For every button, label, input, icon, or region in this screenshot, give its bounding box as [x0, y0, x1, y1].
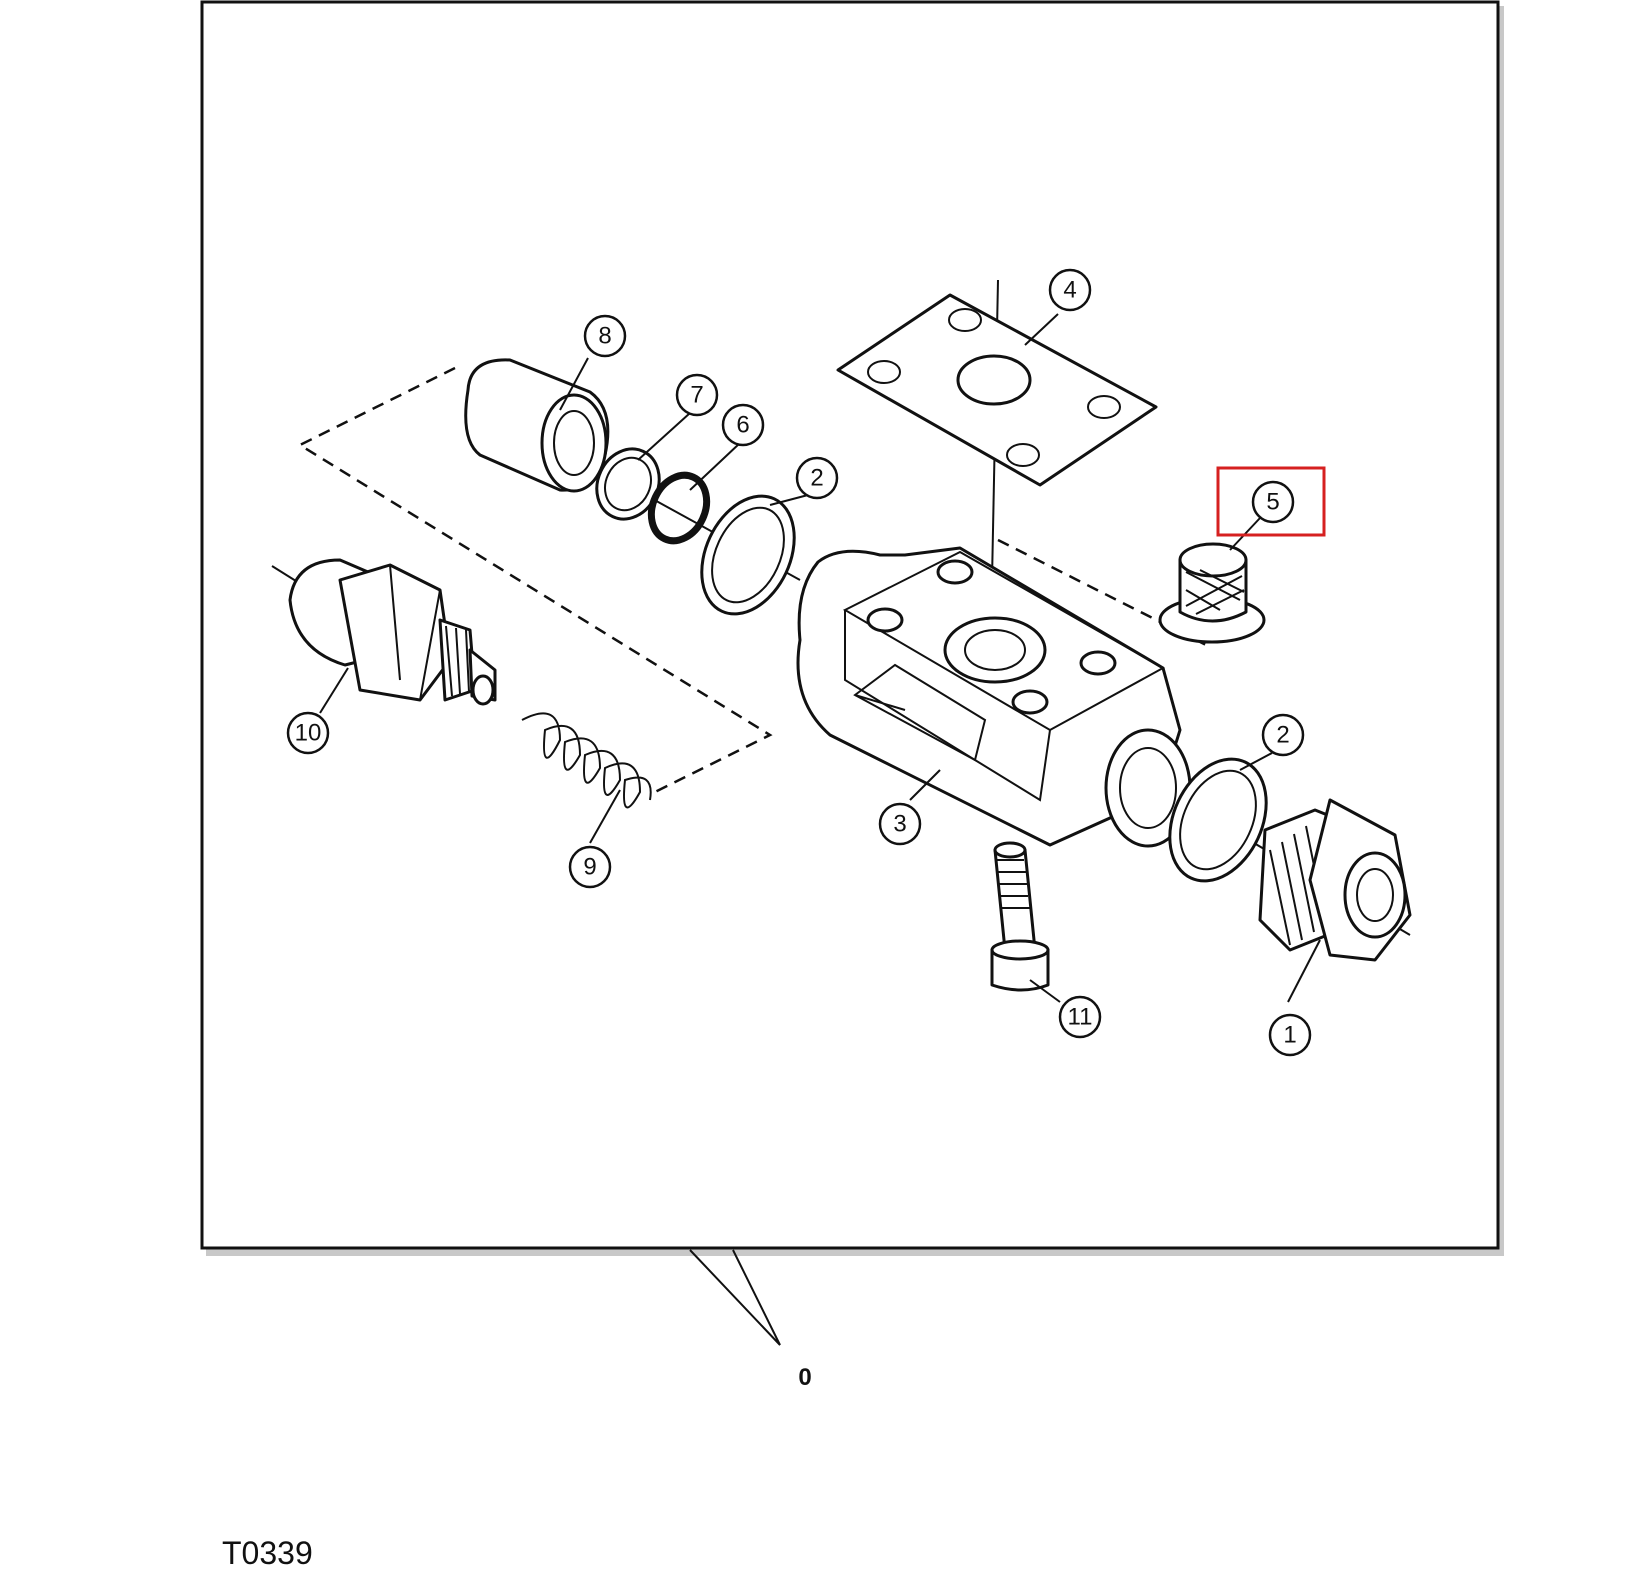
leader-lines [319, 313, 1321, 1003]
callout-8-label: 8 [598, 323, 611, 350]
relief-valve-subassembly-outline [297, 366, 773, 794]
callout-4[interactable]: 4 [1048, 268, 1092, 312]
assembly-pointer [689, 1249, 781, 1346]
callout-7[interactable]: 7 [675, 373, 719, 417]
callout-2-right[interactable]: 2 [1261, 713, 1305, 757]
callout-3-label: 3 [893, 811, 906, 838]
callout-5-label: 5 [1266, 489, 1279, 516]
callout-11-label: 11 [1068, 1004, 1093, 1031]
callout-10[interactable]: 10 [286, 711, 330, 755]
o-ring-part [647, 471, 711, 545]
callout-2-left[interactable]: 2 [795, 456, 839, 500]
callout-10-label: 10 [295, 720, 322, 747]
screen-part [1158, 542, 1266, 644]
callout-1[interactable]: 1 [1268, 1013, 1312, 1057]
fitting-right-part [1258, 798, 1412, 962]
callout-1-label: 1 [1283, 1022, 1296, 1049]
seal-ring-left-part [700, 494, 796, 616]
callout-7-label: 7 [690, 382, 703, 409]
callout-11[interactable]: 11 [1058, 995, 1102, 1039]
callout-4-label: 4 [1063, 277, 1076, 304]
callout-5[interactable]: 5 [1251, 480, 1295, 524]
figure-id: T0339 [222, 1535, 313, 1571]
callout-3[interactable]: 3 [878, 802, 922, 846]
gasket-part [836, 293, 1158, 487]
callout-2-right-label: 2 [1276, 722, 1289, 749]
relief-fitting-part [288, 558, 497, 706]
spring-part [521, 712, 652, 809]
valve-body-part [796, 546, 1192, 848]
bolt-part [990, 841, 1050, 992]
callout-6[interactable]: 6 [721, 403, 765, 447]
callout-6-label: 6 [736, 412, 749, 439]
callout-5-highlight-box [1216, 466, 1326, 537]
callout-9-label: 9 [583, 854, 596, 881]
callout-8[interactable]: 8 [583, 314, 627, 358]
piston-part [464, 358, 610, 493]
assembly-label: 0 [798, 1364, 811, 1391]
callout-9[interactable]: 9 [568, 845, 612, 889]
callout-2-left-label: 2 [810, 465, 823, 492]
seal-ring-right-part [1168, 757, 1268, 883]
